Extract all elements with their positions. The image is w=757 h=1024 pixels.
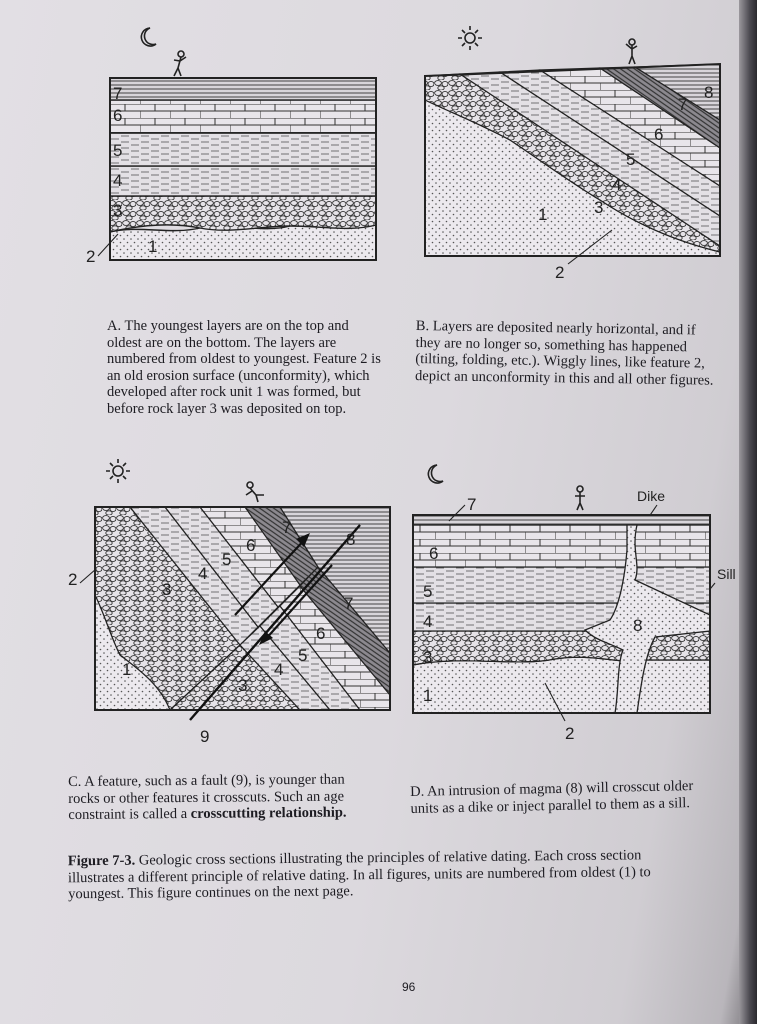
label-5: 5 — [423, 582, 432, 601]
caption-bold-term: crosscutting relationship. — [191, 805, 347, 822]
label-9: 9 — [200, 727, 209, 746]
layer-6 — [413, 525, 710, 567]
caption-line: A. The youngest layers are on the top an… — [107, 318, 407, 335]
label-4: 4 — [423, 612, 432, 631]
label-7: 7 — [678, 95, 687, 114]
label-6: 6 — [113, 106, 122, 125]
layer-5 — [110, 133, 376, 166]
cross-section-d: Dike Sill 7 6 5 4 3 1 8 2 — [405, 455, 740, 745]
label-3: 3 — [162, 580, 171, 599]
page-number: 96 — [402, 980, 415, 994]
label-6: 6 — [654, 125, 663, 144]
layer-3 — [110, 196, 376, 232]
caption-line: numbered from oldest to youngest. Featur… — [107, 351, 407, 368]
label-8: 8 — [633, 616, 642, 635]
label-6-lower: 6 — [316, 624, 325, 643]
label-1: 1 — [122, 660, 131, 679]
layer-7 — [413, 515, 710, 525]
layer-6 — [110, 100, 376, 133]
label-1: 1 — [148, 237, 157, 256]
caption-line: C. A feature, such as a fault (9), is yo… — [68, 771, 388, 790]
label-7: 7 — [113, 84, 122, 103]
label-1: 1 — [423, 686, 432, 705]
label-5: 5 — [222, 550, 231, 569]
label-1: 1 — [538, 205, 547, 224]
caption-line: constraint is called a — [68, 806, 187, 823]
person-icon — [174, 51, 186, 76]
figure-title: Figure 7-3. — [68, 853, 136, 870]
label-5: 5 — [113, 141, 122, 160]
moon-icon — [428, 465, 443, 483]
person-icon — [246, 482, 264, 502]
moon-icon — [141, 28, 156, 46]
label-7: 7 — [467, 495, 476, 514]
cross-section-a: 7 6 5 4 3 2 1 — [80, 20, 410, 270]
layer-1 — [413, 657, 710, 713]
label-6: 6 — [246, 536, 255, 555]
figure-caption: Figure 7-3. Geologic cross sections illu… — [68, 847, 698, 903]
caption-line: developed after rock unit 1 was formed, … — [107, 384, 407, 401]
sun-icon — [458, 26, 482, 50]
person-icon — [626, 39, 637, 64]
label-8: 8 — [704, 83, 713, 102]
caption-d: D. An intrusion of magma (8) will crossc… — [410, 777, 731, 817]
cross-section-b: 8 7 6 5 4 3 1 2 — [420, 20, 740, 290]
caption-c: C. A feature, such as a fault (9), is yo… — [68, 771, 388, 823]
label-7-lower: 7 — [344, 594, 353, 613]
label-2: 2 — [565, 724, 574, 743]
label-2: 2 — [555, 263, 564, 282]
sill-label: Sill — [717, 566, 736, 582]
label-2: 2 — [68, 570, 77, 589]
label-4: 4 — [198, 564, 207, 583]
label-8: 8 — [346, 530, 355, 549]
layer-7 — [110, 78, 376, 100]
label-4: 4 — [113, 171, 122, 190]
label-3: 3 — [594, 198, 603, 217]
figure-caption-text: Geologic cross sections illustrating the… — [68, 847, 651, 902]
caption-line: before rock layer 3 was deposited on top… — [107, 401, 407, 418]
label-5: 5 — [626, 150, 635, 169]
label-4-lower: 4 — [274, 660, 283, 679]
cross-section-c: 7 8 6 5 4 3 2 1 7 6 5 4 3 9 — [60, 455, 400, 745]
sun-icon — [106, 459, 130, 483]
caption-line: an old erosion surface (unconformity), w… — [107, 368, 407, 385]
person-icon — [575, 486, 585, 510]
caption-b: B. Layers are deposited nearly horizonta… — [415, 318, 736, 389]
label-3: 3 — [423, 648, 432, 667]
book-spine-shadow — [739, 0, 757, 1024]
layer-4 — [110, 166, 376, 196]
label-5-lower: 5 — [298, 646, 307, 665]
label-6: 6 — [429, 544, 438, 563]
label-7: 7 — [282, 518, 291, 537]
label-4: 4 — [612, 175, 621, 194]
caption-line: oldest are on the bottom. The layers are — [107, 335, 407, 352]
caption-a: A. The youngest layers are on the top an… — [107, 318, 407, 417]
dike-label: Dike — [637, 488, 665, 504]
label-3: 3 — [113, 201, 122, 220]
label-3-lower: 3 — [238, 676, 247, 695]
label-2: 2 — [86, 247, 95, 266]
